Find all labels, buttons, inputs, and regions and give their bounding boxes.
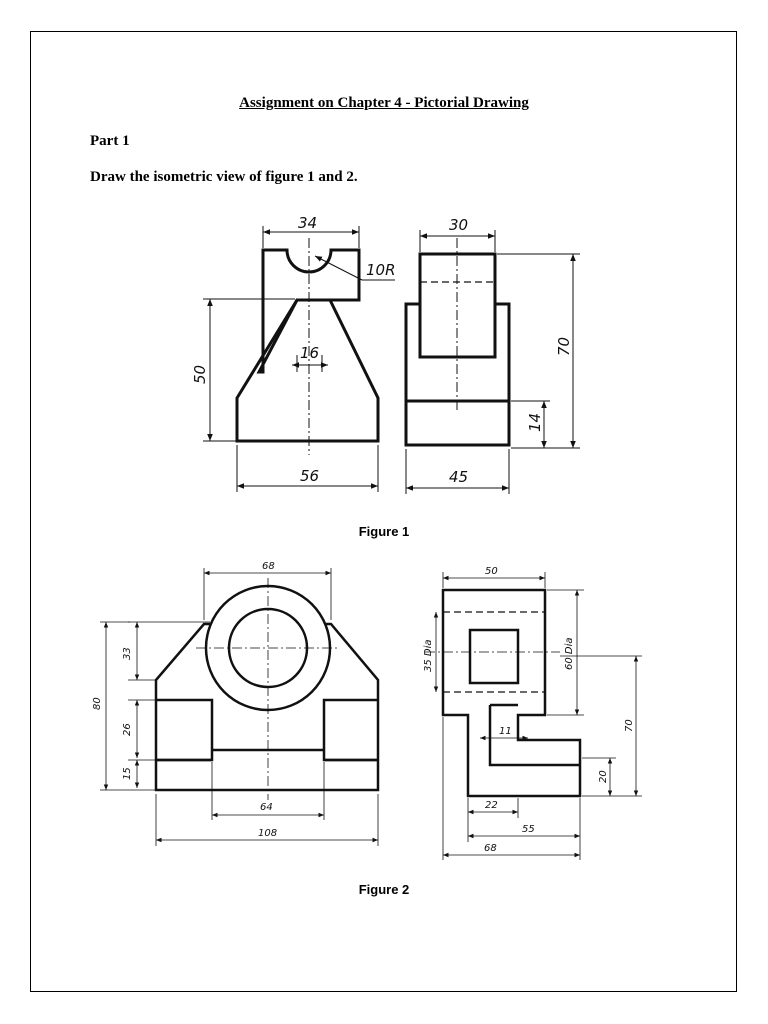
dim-10r: 10R <box>366 261 396 279</box>
dim-14: 14 <box>526 413 544 432</box>
dim-34: 34 <box>298 214 317 232</box>
dim-108: 108 <box>258 828 277 839</box>
dim-11: 11 <box>499 726 512 737</box>
part-heading: Part 1 <box>90 133 130 149</box>
figure-2-caption: Figure 2 <box>358 882 410 897</box>
dim-68-side: 68 <box>484 843 497 854</box>
dim-70: 70 <box>555 337 573 356</box>
dim-70-side: 70 <box>624 719 635 732</box>
instruction-text: Draw the isometric view of figure 1 and … <box>90 169 358 185</box>
dim-26: 26 <box>122 723 133 736</box>
dim-30: 30 <box>449 216 468 234</box>
assignment-title: Assignment on Chapter 4 - Pictorial Draw… <box>239 95 529 111</box>
dim-35-dia: 35 Dia <box>423 639 434 672</box>
dim-55: 55 <box>522 824 535 835</box>
page-border <box>30 31 737 992</box>
dim-64: 64 <box>260 802 273 813</box>
dim-50-side: 50 <box>485 566 498 577</box>
figure-2-side-view <box>425 572 642 860</box>
dim-16: 16 <box>300 344 319 362</box>
dim-80: 80 <box>92 697 103 710</box>
dim-15: 15 <box>122 767 133 780</box>
dim-45: 45 <box>449 468 468 486</box>
dim-56: 56 <box>300 467 319 485</box>
dim-20: 20 <box>598 770 609 783</box>
dim-68-front: 68 <box>262 561 275 572</box>
dim-50: 50 <box>191 365 209 384</box>
dim-33: 33 <box>122 647 133 660</box>
figure-1-front-view <box>203 226 395 492</box>
dim-60-dia: 60 Dia <box>564 637 575 670</box>
dim-22: 22 <box>485 800 498 811</box>
figure-1-caption: Figure 1 <box>358 524 410 539</box>
figure-1-side-view <box>404 230 580 494</box>
figure-2-front-view <box>100 568 380 846</box>
